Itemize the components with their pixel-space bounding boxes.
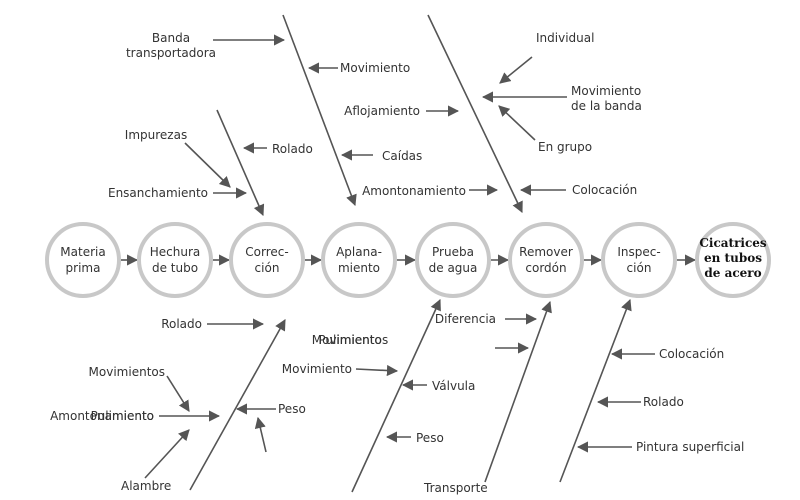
cause-arrow: [355, 364, 399, 377]
cause-label: Rolado: [272, 142, 313, 156]
cause-label: Amontonamiento: [362, 184, 466, 198]
cause-label: Colocación: [659, 347, 724, 361]
cause-label: Peso: [278, 402, 306, 416]
cause-label: Aflojamiento: [344, 104, 420, 118]
cause-label: Movimientos: [89, 365, 165, 379]
main-bone: [351, 298, 441, 493]
cause-label: Alambre: [121, 479, 171, 493]
cause-label: Transporte: [423, 481, 488, 495]
effect-circle: [695, 222, 771, 298]
process-step-node: Inspec-ción: [601, 222, 677, 298]
process-step-label: Aplana-miento: [336, 245, 382, 275]
cause-label: Pulimiento: [318, 333, 381, 347]
main-bone: [282, 14, 357, 207]
cause-label: Pulimiento: [91, 409, 154, 423]
cause-label: Válvula: [432, 379, 475, 393]
cause-label: Rolado: [161, 317, 202, 331]
cause-label: Rolado: [643, 395, 684, 409]
process-step-circle: [229, 222, 305, 298]
cause-label: Individual: [536, 31, 594, 45]
cause-label: Movimiento: [282, 362, 352, 376]
main-bone: [559, 298, 632, 483]
process-step-label: Correc-ción: [245, 245, 288, 275]
cause-label: Colocación: [572, 183, 637, 197]
cause-arrow: [254, 416, 267, 453]
cause-arrow: [144, 429, 190, 479]
process-step-circle: [45, 222, 121, 298]
cause-label: Caídas: [382, 149, 422, 163]
cause-label: Ensanchamiento: [108, 186, 208, 200]
cause-arrow: [166, 375, 190, 412]
main-bone: [216, 109, 265, 217]
arrows-layer: [144, 34, 655, 479]
cause-arrow: [498, 105, 536, 141]
process-step-node: Aplana-miento: [321, 222, 397, 298]
main-bone: [189, 319, 286, 491]
cause-arrow: [499, 56, 533, 84]
cause-label: Movimientos: [312, 333, 388, 347]
cause-label: Pintura superficial: [636, 440, 744, 454]
main-bone: [427, 14, 523, 214]
process-step-node: Correc-ción: [229, 222, 305, 298]
process-step-circle: [137, 222, 213, 298]
process-step-circle: [321, 222, 397, 298]
cause-label: Amontonamiento: [50, 409, 154, 423]
process-step-circle: [415, 222, 491, 298]
process-step-circle: [508, 222, 584, 298]
main-bone: [484, 300, 552, 483]
cause-arrow: [184, 142, 231, 188]
cause-label: Impurezas: [125, 128, 187, 142]
cause-label: Movimiento: [340, 61, 410, 75]
cause-label: Diferencia: [435, 312, 496, 326]
process-step-label: Inspec-ción: [617, 245, 660, 275]
cause-label: Peso: [416, 431, 444, 445]
bones-layer: [189, 14, 632, 493]
process-step-circle: [601, 222, 677, 298]
cause-label: En grupo: [538, 140, 592, 154]
